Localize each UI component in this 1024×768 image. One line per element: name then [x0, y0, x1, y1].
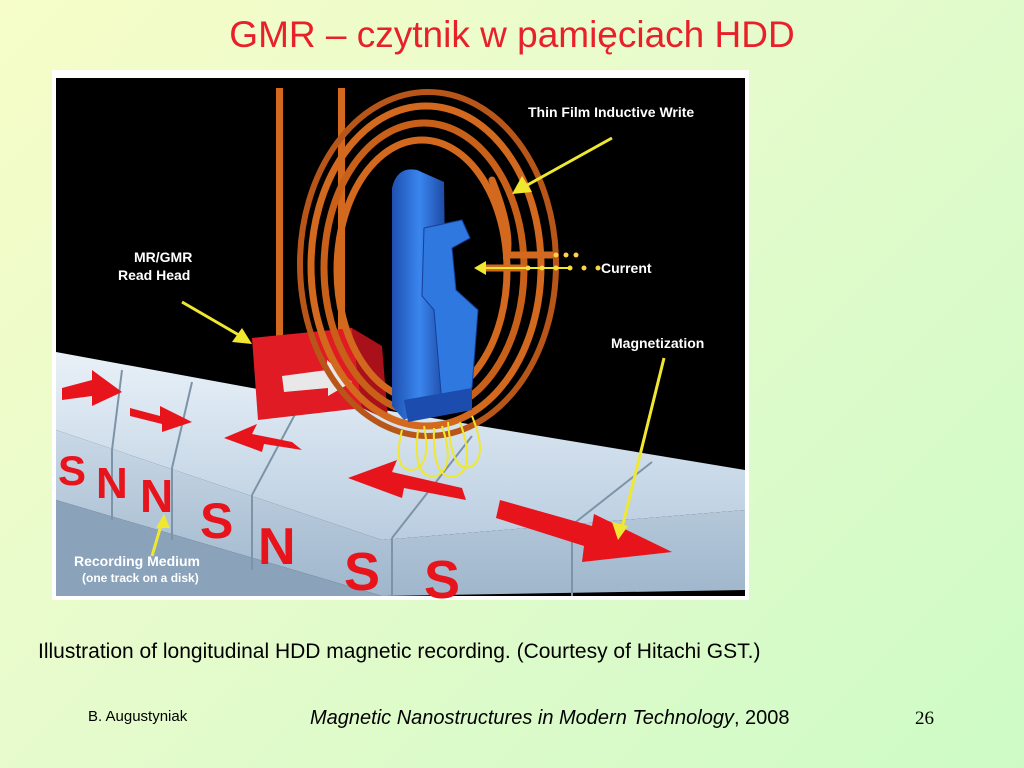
- label-read-head-line2: Read Head: [118, 267, 190, 283]
- hdd-diagram-svg: S N N S N S S: [56, 78, 745, 600]
- citation-year: , 2008: [733, 707, 790, 729]
- pointer-arrows: [150, 136, 666, 557]
- pole-letter: N: [140, 470, 173, 522]
- recording-medium: [56, 352, 745, 596]
- author-name: B. Augustyniak: [88, 708, 188, 725]
- pole-letter: S: [200, 493, 233, 549]
- write-head: [392, 169, 479, 422]
- magnetization-pointer: [620, 357, 666, 529]
- figure-caption: Illustration of longitudinal HDD magneti…: [38, 640, 761, 663]
- label-write-head: Thin Film Inductive Write: [528, 104, 694, 120]
- read-head-pointer: [181, 300, 245, 340]
- write-head-pointer: [521, 136, 613, 190]
- medium-arrow-right: [62, 370, 122, 406]
- pole-letter: S: [344, 542, 380, 600]
- medium-arrow-left: [348, 460, 466, 500]
- label-recording-medium-line1: Recording Medium: [74, 553, 200, 569]
- slide-title: GMR – czytnik w pamięciach HDD: [229, 14, 795, 55]
- pole-letter: N: [258, 518, 296, 576]
- read-head-leads: [276, 88, 345, 338]
- label-magnetization: Magnetization: [611, 335, 704, 351]
- pole-letters: S N N S N S S: [58, 447, 460, 600]
- label-recording-medium-line2: (one track on a disk): [82, 571, 199, 585]
- magnetization-arrows: [62, 370, 672, 562]
- citation: Magnetic Nanostructures in Modern Techno…: [310, 707, 790, 730]
- medium-arrow-right: [130, 406, 192, 432]
- slide-number: 26: [915, 708, 934, 729]
- fringe-field: [397, 415, 481, 478]
- pole-letter: S: [424, 550, 460, 600]
- medium-arrow-left: [224, 424, 302, 452]
- label-read-head-line1: MR/GMR: [134, 249, 192, 265]
- label-current: Current: [601, 260, 652, 276]
- pole-letter: S: [58, 447, 86, 494]
- medium-arrow-right: [496, 500, 672, 562]
- pole-letter: N: [96, 459, 128, 508]
- hdd-recording-illustration: S N N S N S S: [52, 70, 749, 600]
- citation-book-title: Magnetic Nanostructures in Modern Techno…: [310, 707, 734, 729]
